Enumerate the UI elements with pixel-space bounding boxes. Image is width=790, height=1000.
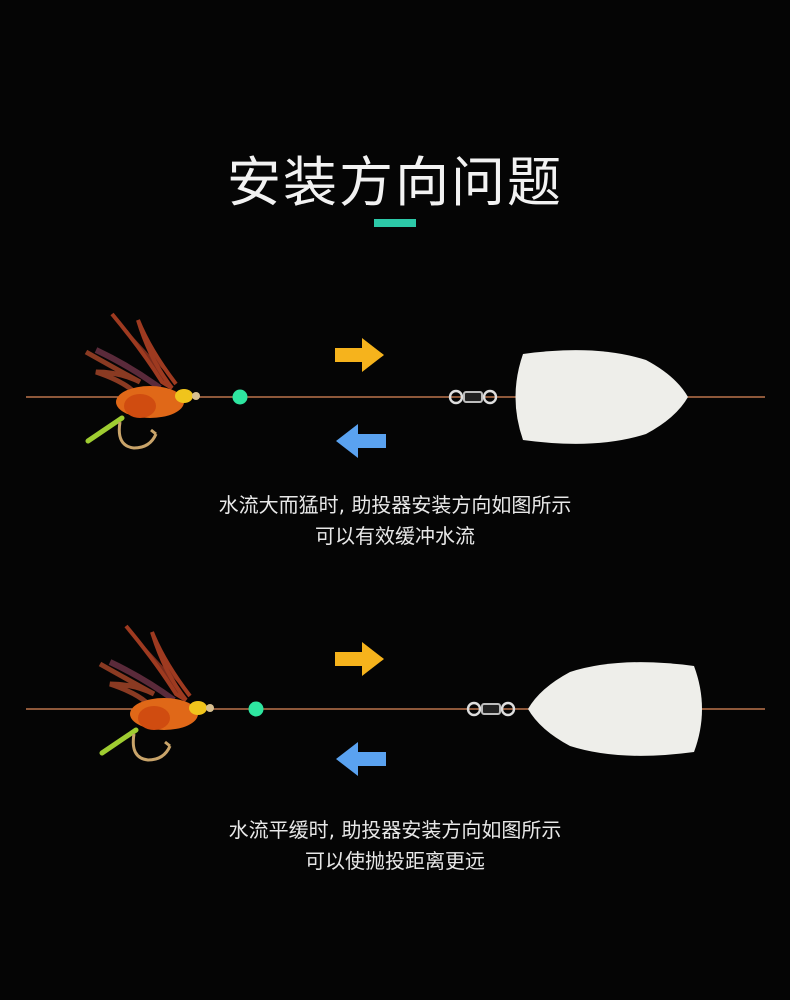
arrow-right-icon <box>335 338 384 372</box>
swivel-icon <box>466 701 516 717</box>
float-icon <box>515 350 688 444</box>
page-title: 安装方向问题 <box>227 151 563 214</box>
arrow-right-icon <box>335 642 384 676</box>
caption-gentle-current: 水流平缓时, 助投器安装方向如图所示 可以使抛投距离更远 <box>0 815 790 877</box>
swivel-icon <box>448 389 498 405</box>
title-underline <box>374 219 416 227</box>
caption-line-2: 可以有效缓冲水流 <box>315 524 475 548</box>
diagram-strong-current <box>0 310 790 480</box>
caption-line-2: 可以使抛投距离更远 <box>305 849 485 873</box>
fly-lure-icon <box>84 312 200 450</box>
bead-icon <box>232 389 248 405</box>
bead-icon <box>248 701 264 717</box>
fly-lure-icon <box>98 624 214 762</box>
arrow-left-icon <box>336 742 386 776</box>
float-icon <box>528 662 702 756</box>
caption-line-1: 水流平缓时, 助投器安装方向如图所示 <box>228 818 562 842</box>
arrow-left-icon <box>336 424 386 458</box>
caption-strong-current: 水流大而猛时, 助投器安装方向如图所示 可以有效缓冲水流 <box>0 490 790 552</box>
diagram-gentle-current <box>0 622 790 792</box>
caption-line-1: 水流大而猛时, 助投器安装方向如图所示 <box>218 493 572 517</box>
